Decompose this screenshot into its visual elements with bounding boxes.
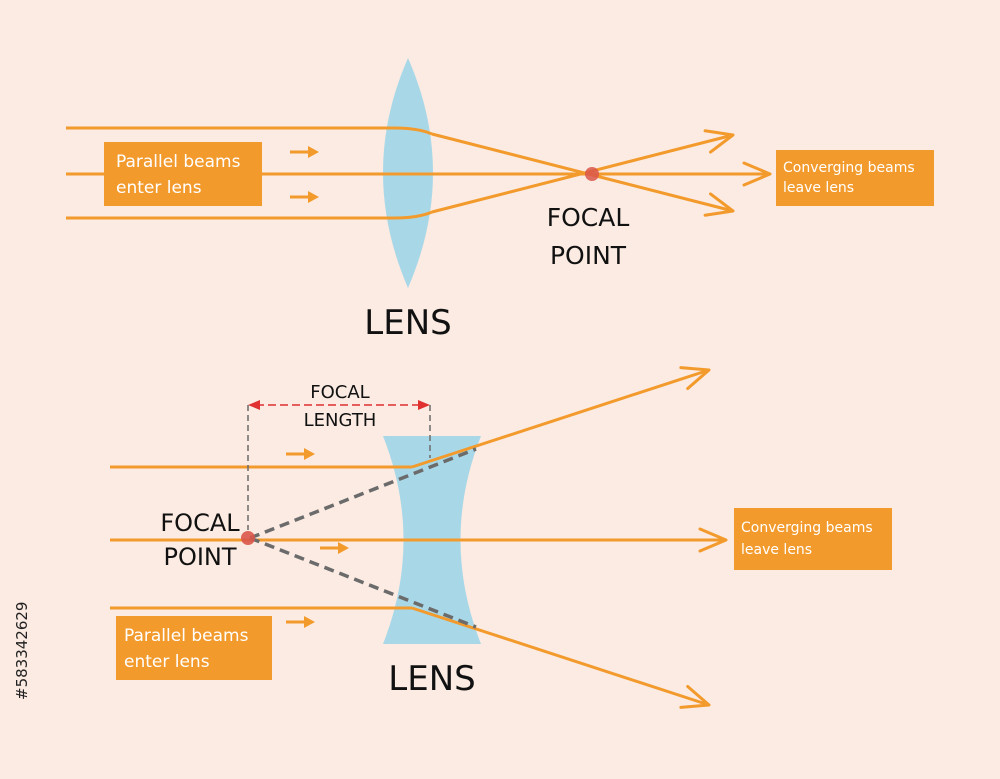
refracted-beam-top: [394, 126, 433, 136]
lens-label: LENS: [388, 659, 475, 699]
focal-point-label-line2: POINT: [163, 543, 236, 571]
construction-line-bottom: [249, 536, 477, 629]
output-label-line1: Converging beams: [783, 160, 915, 176]
direction-arrow-icon: [290, 191, 319, 203]
focal-point-label-line1: FOCAL: [160, 509, 240, 537]
direction-arrow-icon: [320, 542, 349, 554]
focal-point-label-line1: FOCAL: [547, 203, 630, 232]
input-label-line2: enter lens: [124, 652, 210, 672]
input-label-box: [116, 616, 272, 680]
convex-lens-diagram: Parallel beams enter lens Converging bea…: [66, 58, 934, 343]
dimension-arrow-left-icon: [248, 400, 260, 410]
output-label-line1: Converging beams: [741, 520, 873, 536]
input-label-line1: Parallel beams: [116, 152, 241, 172]
output-label-box: [734, 508, 892, 570]
converging-beam-bottom: [431, 129, 735, 214]
output-label-line2: leave lens: [783, 180, 854, 196]
focal-point-label-line2: POINT: [550, 241, 627, 270]
focal-length-label-line1: FOCAL: [310, 382, 369, 403]
focal-point-dot: [585, 167, 599, 181]
input-label-line2: enter lens: [116, 178, 202, 198]
lens-label: LENS: [364, 303, 451, 343]
input-label-box: [104, 142, 262, 206]
construction-line-top: [249, 447, 477, 540]
dimension-arrow-right-icon: [418, 400, 430, 410]
direction-arrow-icon: [290, 146, 319, 158]
diverging-beam-top: [411, 366, 711, 469]
input-label-line1: Parallel beams: [124, 626, 249, 646]
direction-arrow-icon: [286, 448, 315, 460]
output-label-box: [776, 150, 934, 206]
direction-arrow-icon: [286, 616, 315, 628]
concave-lens-diagram: FOCAL LENGTH FOCAL POINT Converging beam…: [110, 366, 892, 709]
diverging-beam-bottom: [411, 606, 711, 709]
output-label-line2: leave lens: [741, 542, 812, 558]
stock-id-watermark: #583342629: [13, 602, 31, 700]
focal-length-label-line2: LENGTH: [304, 410, 377, 431]
focal-point-dot: [241, 531, 255, 545]
refracted-beam-bottom: [394, 210, 433, 220]
